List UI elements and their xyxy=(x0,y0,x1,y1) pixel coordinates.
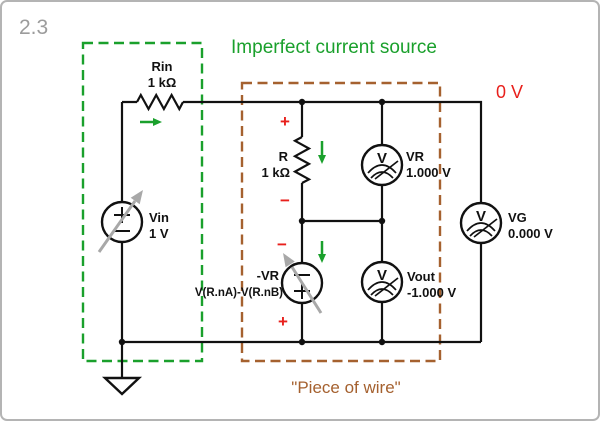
ground-symbol[interactable] xyxy=(101,342,143,396)
meter-scale-arc xyxy=(370,171,394,179)
variable-arrowhead xyxy=(283,253,295,268)
vout-meter-label: Vout xyxy=(407,269,436,284)
r-label: R xyxy=(279,149,289,164)
meter-needle xyxy=(374,160,399,180)
meter-scale-arc xyxy=(367,164,397,174)
junction-dot xyxy=(378,338,386,346)
piece-of-wire-annotation: "Piece of wire" xyxy=(291,378,400,397)
meter-needle xyxy=(473,218,498,238)
input-source-outline-box xyxy=(81,41,204,363)
polarity-minus-r: − xyxy=(280,191,290,210)
meter-scale-arc xyxy=(469,229,493,237)
variable-arrow xyxy=(290,266,323,314)
current-arrowhead-icon xyxy=(318,155,326,164)
ground-triangle-icon xyxy=(101,376,143,396)
vg-meter-value: 0.000 V xyxy=(508,226,553,241)
junction-dot xyxy=(118,338,126,346)
vout-meter-value: -1.000 V xyxy=(407,285,456,300)
r-value: 1 kΩ xyxy=(262,165,291,180)
polarity-plus-nvr: + xyxy=(278,312,288,331)
vin-value: 1 V xyxy=(149,226,169,241)
wire-segment[interactable] xyxy=(183,100,483,203)
meter-needle xyxy=(374,277,399,297)
piece-of-wire-outline-box xyxy=(240,81,442,363)
vr-meter-value: 1.000 V xyxy=(406,165,451,180)
nvr-expression: V(R.nA)-V(R.nB) xyxy=(195,287,283,299)
voltmeter-v-glyph: V xyxy=(377,150,387,167)
junction-dot xyxy=(378,217,386,225)
voltmeter-v-glyph: V xyxy=(377,267,387,284)
polarity-minus-nvr: − xyxy=(277,235,287,254)
current-arrowhead-icon xyxy=(153,118,162,126)
current-source-annotation: Imperfect current source xyxy=(231,37,437,58)
rin-value: 1 kΩ xyxy=(148,75,177,90)
current-arrows xyxy=(140,118,326,263)
vg-meter-label: VG xyxy=(508,210,527,225)
polarity-plus-r: + xyxy=(280,112,290,131)
meter-scale-arc xyxy=(370,288,394,296)
figure-number: 2.3 xyxy=(19,16,48,39)
vin-label: Vin xyxy=(149,210,169,225)
junction-dot xyxy=(298,338,306,346)
resistor-zigzag xyxy=(292,136,312,184)
junction-dots xyxy=(118,98,386,346)
meter-scale-arc xyxy=(367,281,397,291)
source-neg-vr[interactable] xyxy=(280,253,324,314)
voltmeter-vout[interactable]: V xyxy=(360,260,404,304)
node-voltage-annotation: 0 V xyxy=(496,82,523,102)
resistor-rin[interactable] xyxy=(136,92,184,112)
junction-dot xyxy=(298,217,306,225)
junction-dot xyxy=(378,98,386,106)
current-arrowhead-icon xyxy=(318,254,326,263)
variable-arrowhead xyxy=(130,190,143,205)
source-vin[interactable] xyxy=(97,190,144,253)
rin-label: Rin xyxy=(152,59,173,74)
junction-dot xyxy=(298,98,306,106)
resistor-zigzag xyxy=(136,92,184,112)
vr-meter-label: VR xyxy=(406,149,425,164)
voltmeter-vg[interactable]: V xyxy=(459,201,503,245)
meter-scale-arc xyxy=(466,222,496,232)
resistor-r[interactable] xyxy=(292,136,312,184)
variable-arrow xyxy=(97,200,137,253)
voltmeter-vr[interactable]: V xyxy=(360,143,404,187)
nvr-label: -VR xyxy=(257,268,280,283)
voltmeter-v-glyph: V xyxy=(476,208,486,225)
